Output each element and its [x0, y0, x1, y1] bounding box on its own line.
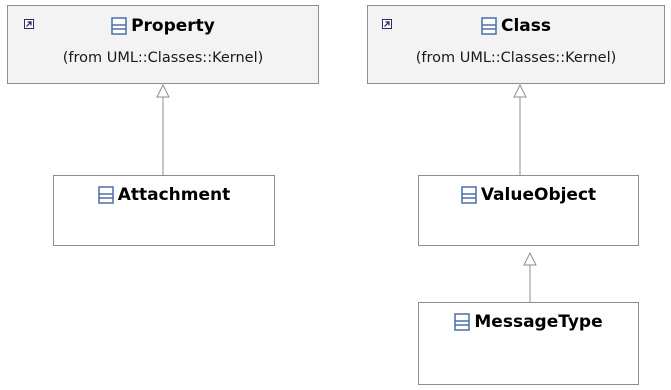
class-box-class[interactable]: Class (from UML::Classes::Kernel) — [367, 5, 665, 84]
class-name: Class — [500, 16, 551, 36]
generalization-attachment-to-property[interactable] — [156, 83, 170, 175]
class-icon — [481, 17, 497, 35]
class-box-attachment[interactable]: Attachment — [53, 175, 275, 246]
class-box-messagetype[interactable]: MessageType — [418, 302, 639, 385]
class-name: Property — [131, 16, 215, 36]
class-header: Property — [8, 16, 318, 36]
class-icon — [454, 313, 471, 331]
class-header: MessageType — [419, 312, 638, 332]
class-origin: (from UML::Classes::Kernel) — [415, 50, 617, 66]
class-header: Class — [368, 16, 664, 36]
shortcut-arrow-icon — [24, 19, 34, 29]
generalization-messagetype-to-valueobject[interactable] — [523, 251, 537, 302]
class-header: ValueObject — [419, 185, 638, 205]
generalization-valueobject-to-class[interactable] — [513, 83, 527, 175]
class-icon — [97, 186, 114, 204]
class-name: ValueObject — [480, 185, 597, 205]
class-header: Attachment — [54, 185, 274, 205]
class-origin: (from UML::Classes::Kernel) — [62, 50, 264, 66]
class-icon — [461, 186, 477, 204]
class-box-property[interactable]: Property (from UML::Classes::Kernel) — [7, 5, 319, 84]
class-box-valueobject[interactable]: ValueObject — [418, 175, 639, 246]
class-name: Attachment — [117, 185, 231, 205]
class-icon — [111, 17, 127, 35]
class-name: MessageType — [474, 312, 603, 332]
shortcut-arrow-icon — [382, 19, 392, 29]
